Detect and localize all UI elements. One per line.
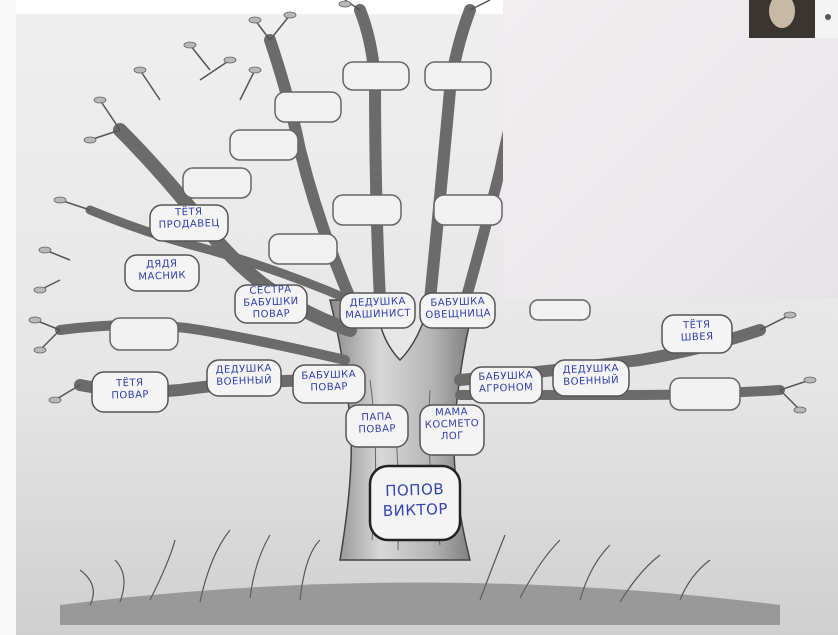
empty-name-boxes [109, 61, 741, 411]
ground-shadow [60, 582, 780, 625]
leaves [28, 0, 817, 414]
twigs [34, 0, 811, 411]
face-image [769, 0, 795, 28]
paper-sheet-overlay [503, 0, 838, 298]
filled-name-boxes [91, 204, 733, 542]
dot-icon [825, 14, 831, 20]
grass [79, 529, 711, 606]
thumbnail-edge [815, 0, 838, 38]
video-thumbnail [749, 0, 815, 38]
